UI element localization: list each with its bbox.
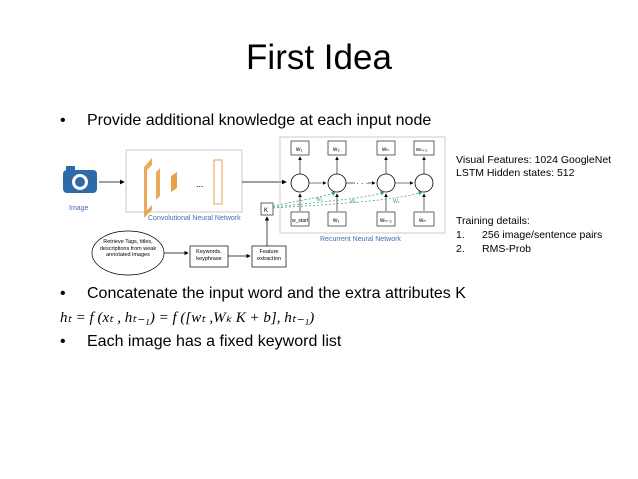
top-word-2: w₂	[332, 147, 340, 153]
bullet-marker: •	[60, 333, 66, 350]
lstm-node-2	[327, 173, 347, 193]
image-label: Image	[69, 205, 89, 212]
bottom-word-3: wₙ₋₁	[379, 218, 392, 224]
keywords-box-text: Keywords, keyphrase	[196, 249, 222, 262]
formula: hₜ = f (xₜ , hₜ₋₁) = f ([wₜ ,Wₖ K + b], …	[60, 310, 315, 326]
top-word-3: wₙ	[381, 147, 389, 153]
rnn-box	[279, 136, 446, 234]
lstm-node-3	[376, 173, 396, 193]
feature-box-text: Feature extraction	[257, 249, 281, 262]
bullet-marker: •	[60, 112, 66, 129]
k-weight-2: Wₖ	[350, 199, 357, 205]
bullet-3-text: Each image has a fixed keyword list	[87, 333, 342, 350]
training-title: Training details:	[456, 215, 530, 227]
bullet-2-text: Concatenate the input word and the extra…	[87, 285, 466, 302]
rnn-label: Recurrent Neural Network	[320, 236, 401, 243]
top-word-1: w₁	[295, 147, 302, 153]
bullet-1-text: Provide additional knowledge at each inp…	[87, 112, 432, 129]
cnn-box	[125, 149, 243, 213]
training-item-num-1: 1.	[456, 229, 465, 241]
lstm-node-4	[414, 173, 434, 193]
rnn-dots: · · ·	[356, 179, 368, 188]
bottom-word-2: w₁	[332, 218, 339, 224]
k-weight-1: Wₖ	[316, 197, 323, 203]
bottom-word-4: wₙ	[418, 218, 426, 224]
keywords-box	[189, 245, 229, 268]
bullet-marker: •	[60, 285, 66, 302]
source-ellipse-text: Retrieve Tags, titles, descriptions from…	[99, 239, 157, 258]
k-box	[260, 202, 274, 216]
camera-icon	[63, 166, 97, 193]
k-label: K	[264, 208, 268, 214]
training-item-2: RMS-Prob	[482, 243, 532, 255]
feature-extraction-box	[251, 245, 287, 268]
top-word-4: wₙ₊₁	[415, 147, 427, 153]
training-item-1: 256 image/sentence pairs	[482, 229, 603, 241]
cnn-layer-2	[156, 168, 160, 200]
training-item-num-2: 2.	[456, 243, 465, 255]
cnn-output	[213, 159, 223, 205]
slide-title: First Idea	[246, 38, 392, 77]
lstm-hidden-note: LSTM Hidden states: 512	[456, 167, 575, 179]
cnn-layer-3	[171, 172, 177, 192]
cnn-dots: ...	[196, 179, 204, 189]
cnn-label: Convolutional Neural Network	[148, 215, 241, 222]
bottom-word-1: w_start	[292, 218, 309, 224]
visual-features-note: Visual Features: 1024 GoogleNet	[456, 154, 612, 166]
k-weight-3: Wₖ	[393, 199, 400, 205]
lstm-node-1	[290, 173, 310, 193]
